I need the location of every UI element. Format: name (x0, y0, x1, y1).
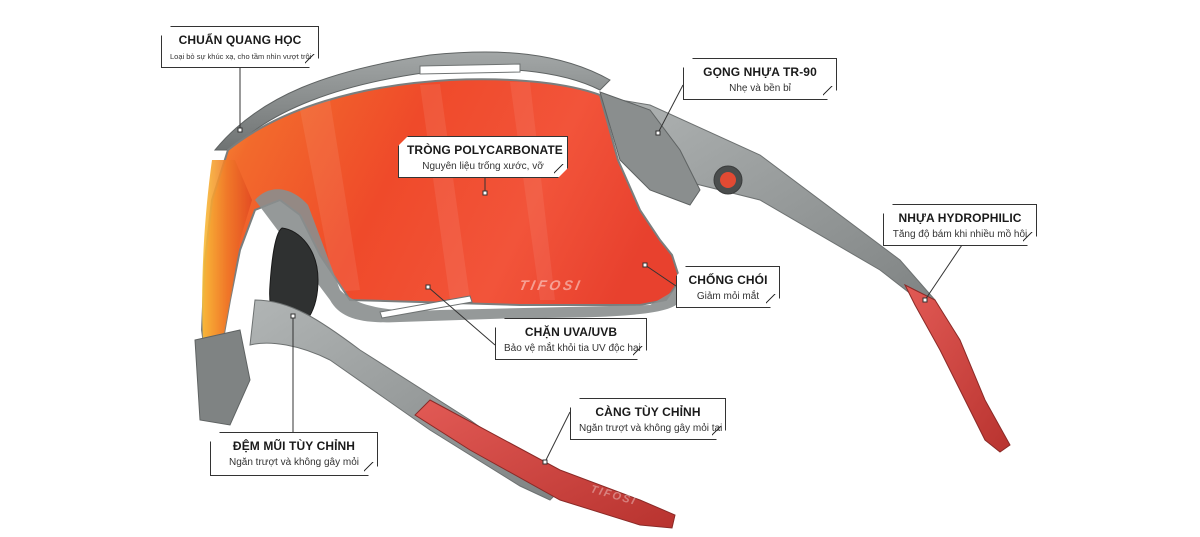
callout-nosepad-title: ĐỆM MŨI TÙY CHỈNH (232, 439, 356, 453)
right-temple-tip (903, 283, 1011, 453)
callout-hydrophilic: NHỰA HYDROPHILIC Tăng độ bám khi nhiều m… (883, 204, 1037, 246)
leader-temple (544, 411, 571, 463)
callout-lens: TRÒNG POLYCARBONATE Nguyên liệu trống xư… (398, 136, 568, 178)
callout-lens-title: TRÒNG POLYCARBONATE (407, 143, 563, 157)
brow-bar (213, 51, 611, 151)
callout-frame: GỌNG NHỰA TR-90 Nhẹ và bền bỉ (683, 58, 837, 100)
callout-temple: CÀNG TÙY CHỈNH Ngăn trượt và không gây m… (570, 398, 726, 440)
callout-antiglare: CHỐNG CHÓI Giảm mỏi mắt (676, 266, 780, 308)
callout-antiglare-subtitle: Giảm mỏi mắt (696, 291, 760, 302)
callout-uv-subtitle: Bảo vệ mắt khỏi tia UV độc hại (504, 343, 641, 354)
lower-frame (255, 189, 690, 323)
leader-antiglare (644, 264, 677, 287)
leader-frame (657, 84, 684, 134)
callout-lens-subtitle: Nguyên liệu trống xước, vỡ (422, 161, 544, 172)
callout-uv: CHẶN UVA/UVB Bảo vệ mắt khỏi tia UV độc … (495, 318, 647, 360)
callout-optical: CHUẨN QUANG HỌC Loại bỏ sự khúc xạ, cho … (161, 26, 319, 68)
callout-hydrophilic-title: NHỰA HYDROPHILIC (898, 211, 1022, 225)
callout-frame-title: GỌNG NHỰA TR-90 (703, 65, 817, 79)
callout-antiglare-title: CHỐNG CHÓI (688, 273, 768, 287)
callout-optical-title: CHUẨN QUANG HỌC (178, 33, 302, 47)
callout-frame-subtitle: Nhẹ và bền bỉ (729, 83, 791, 94)
leader-hydrophilic (924, 244, 963, 301)
callout-nosepad-subtitle: Ngăn trượt và không gây mỏi (229, 457, 359, 468)
lens-wordmark: TIFOSI (518, 277, 584, 293)
callout-temple-title: CÀNG TÙY CHỈNH (595, 405, 701, 419)
leader-uv (427, 286, 496, 346)
callout-optical-subtitle: Loại bỏ sự khúc xạ, cho tầm nhìn vượt tr… (170, 52, 312, 61)
callout-uv-title: CHẶN UVA/UVB (524, 325, 618, 339)
callout-temple-subtitle: Ngăn trượt và không gây mỏi tai (579, 423, 723, 434)
callout-hydrophilic-subtitle: Tăng độ bám khi nhiều mồ hôi (892, 229, 1028, 240)
callout-nosepad: ĐỆM MŨI TÙY CHỈNH Ngăn trượt và không gâ… (210, 432, 378, 476)
